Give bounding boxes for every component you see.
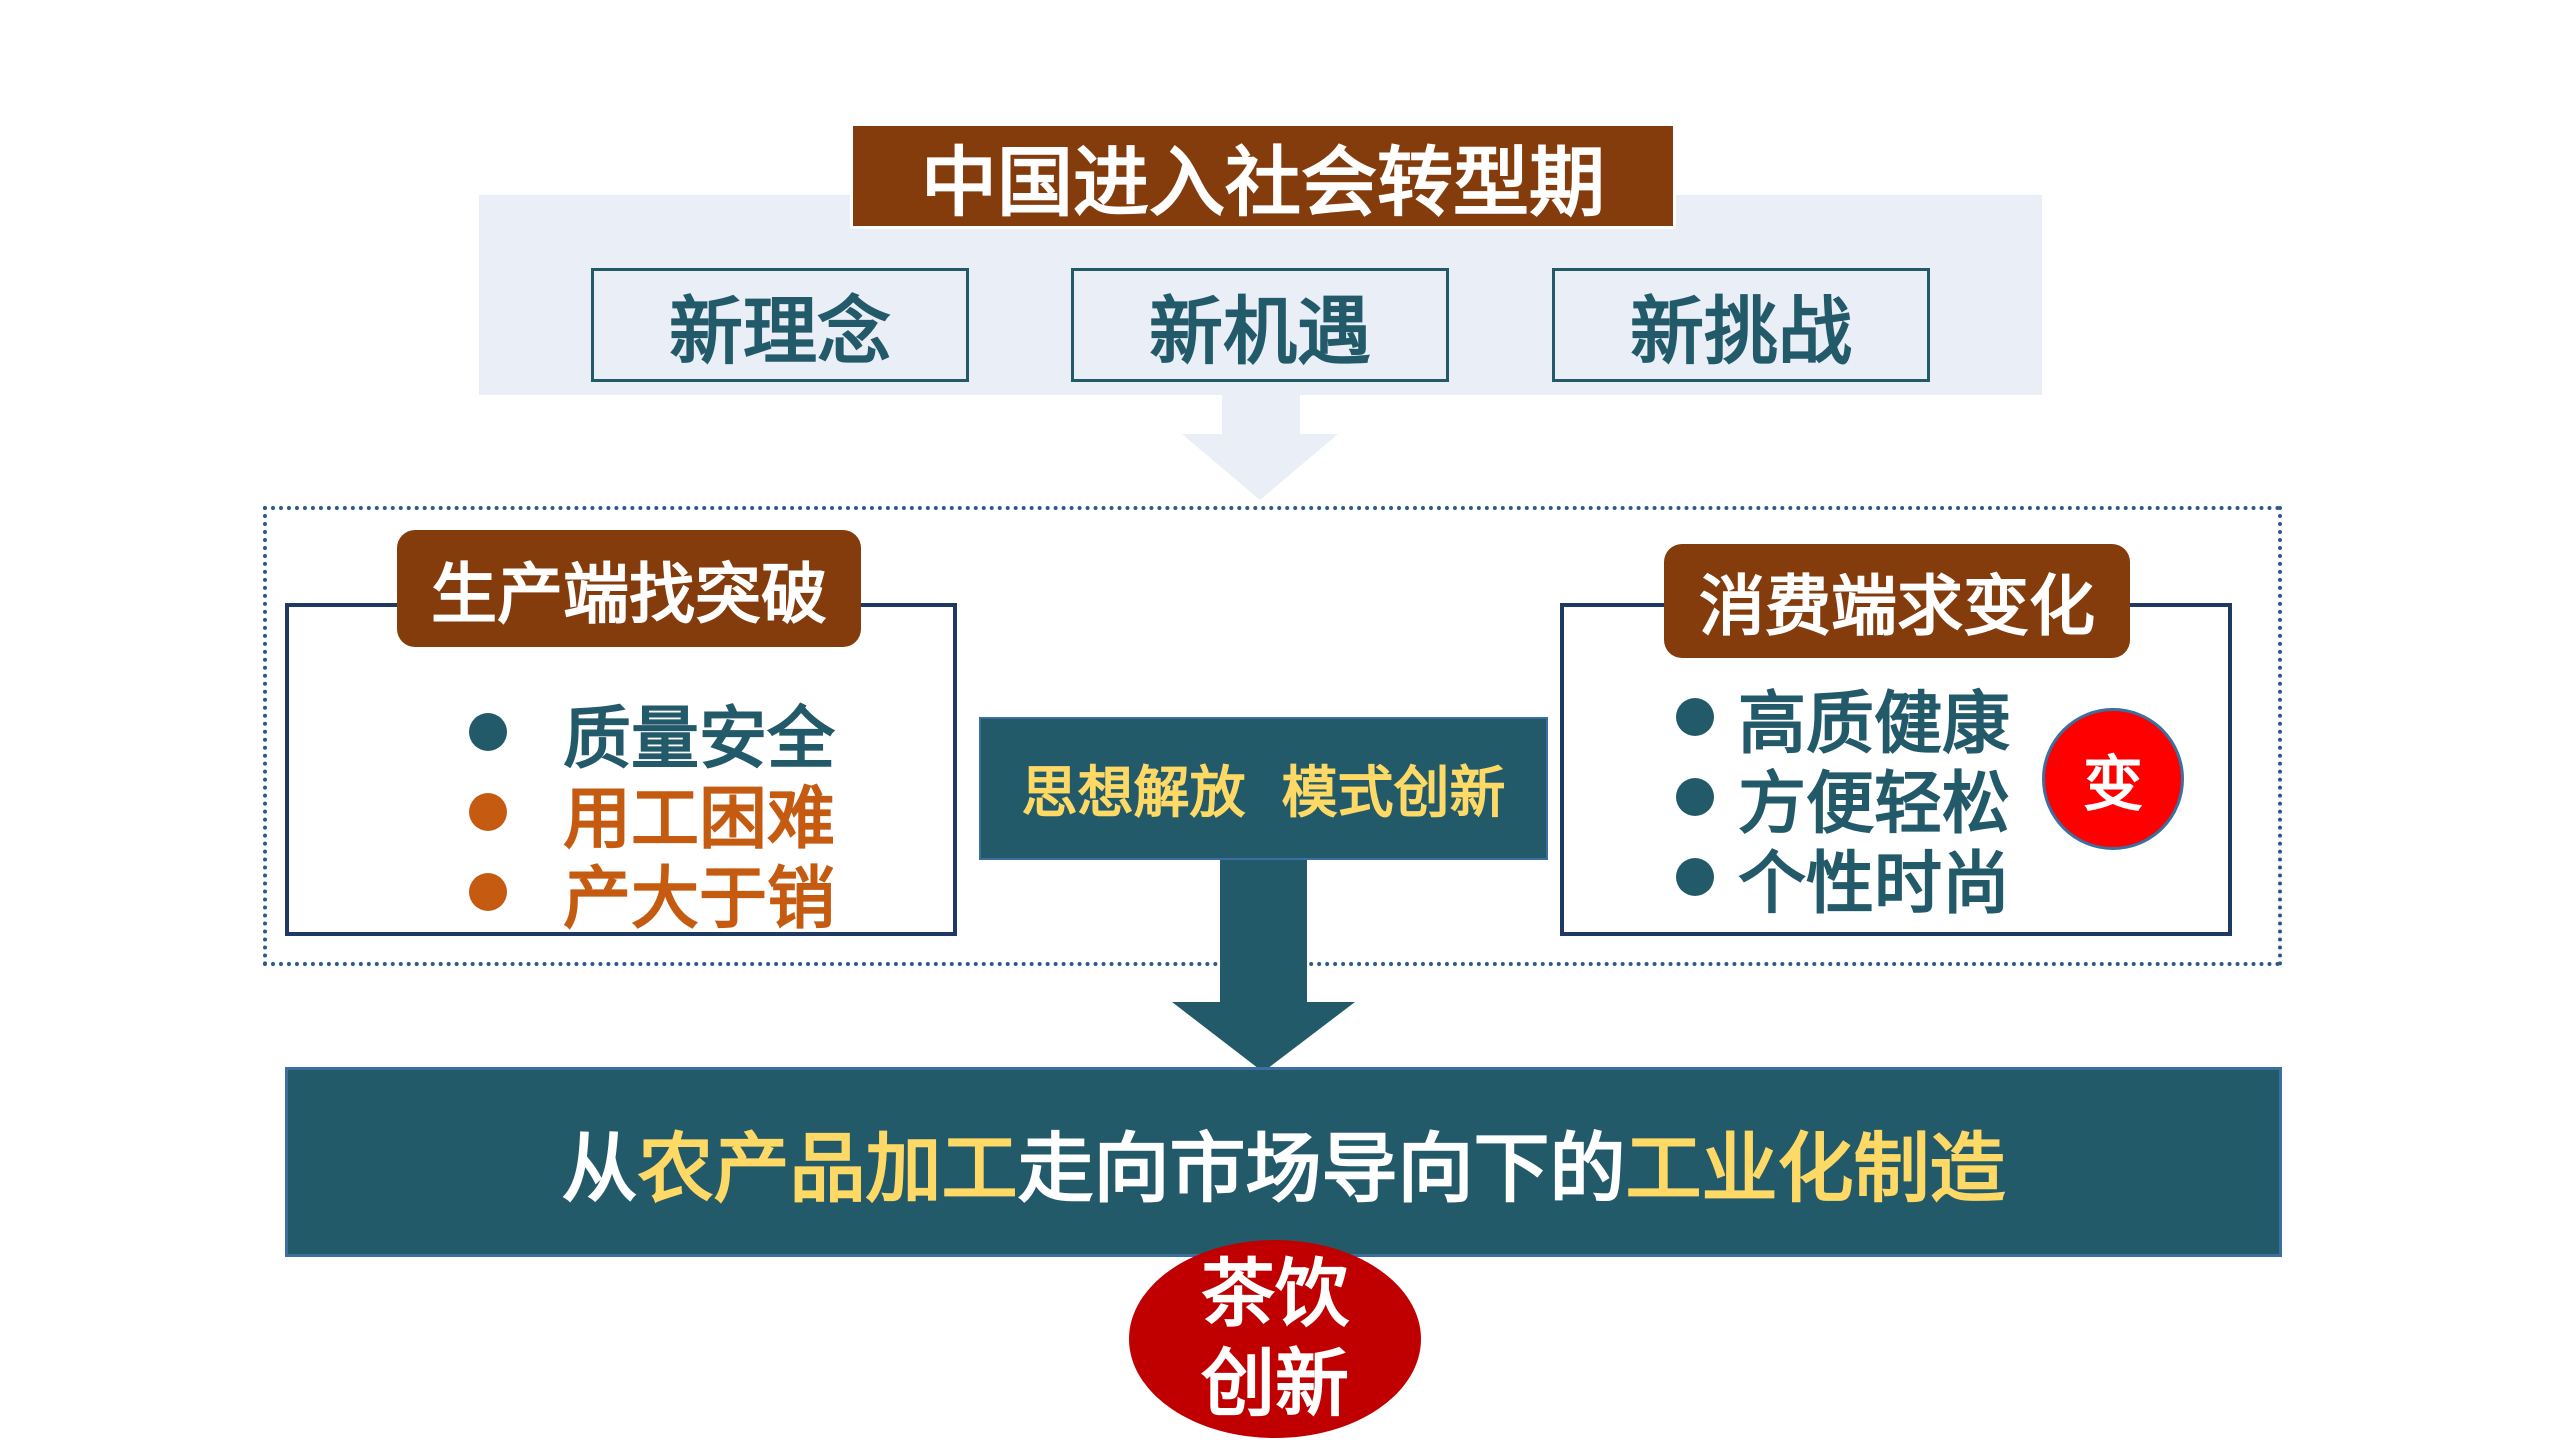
consumption-label: 消费端求变化	[1664, 544, 2130, 658]
center-box: 思想解放模式创新	[979, 717, 1548, 860]
list-item: 产大于销	[469, 852, 835, 939]
new-concept-box: 新理念	[591, 268, 969, 382]
conclusion-banner: 从农产品加工走向市场导向下的工业化制造	[285, 1067, 2282, 1257]
banner-highlight: 农产品加工	[637, 1124, 1018, 1213]
list-item: 个性时尚	[1676, 837, 2010, 924]
banner-highlight: 工业化制造	[1625, 1124, 2006, 1213]
new-challenge-box: 新挑战	[1552, 268, 1930, 382]
tea-line-1: 茶饮	[1201, 1251, 1349, 1337]
change-badge: 变	[2042, 708, 2184, 850]
new-opportunity-box: 新机遇	[1071, 268, 1449, 382]
title-box: 中国进入社会转型期	[850, 123, 1676, 229]
consumption-panel: 高质健康 方便轻松 个性时尚	[1560, 603, 2232, 936]
list-item: 用工困难	[469, 772, 835, 859]
center-text-2: 模式创新	[1281, 761, 1506, 826]
production-label: 生产端找突破	[397, 530, 861, 647]
list-item: 方便轻松	[1676, 757, 2010, 844]
light-down-arrow	[1182, 395, 1338, 500]
banner-text: 走向市场导向下的	[1017, 1124, 1626, 1213]
list-item: 高质健康	[1676, 677, 2010, 764]
tea-line-2: 创新	[1201, 1341, 1349, 1427]
tea-innovation-badge: 茶饮 创新	[1129, 1240, 1421, 1438]
consumption-list: 高质健康 方便轻松 个性时尚	[1676, 677, 2010, 924]
list-item: 质量安全	[469, 692, 835, 779]
dark-down-arrow	[1172, 850, 1355, 1072]
center-text-1: 思想解放	[1021, 761, 1246, 826]
production-list: 质量安全 用工困难 产大于销	[469, 692, 835, 939]
production-panel: 质量安全 用工困难 产大于销	[285, 603, 957, 939]
banner-text: 从	[561, 1124, 638, 1213]
